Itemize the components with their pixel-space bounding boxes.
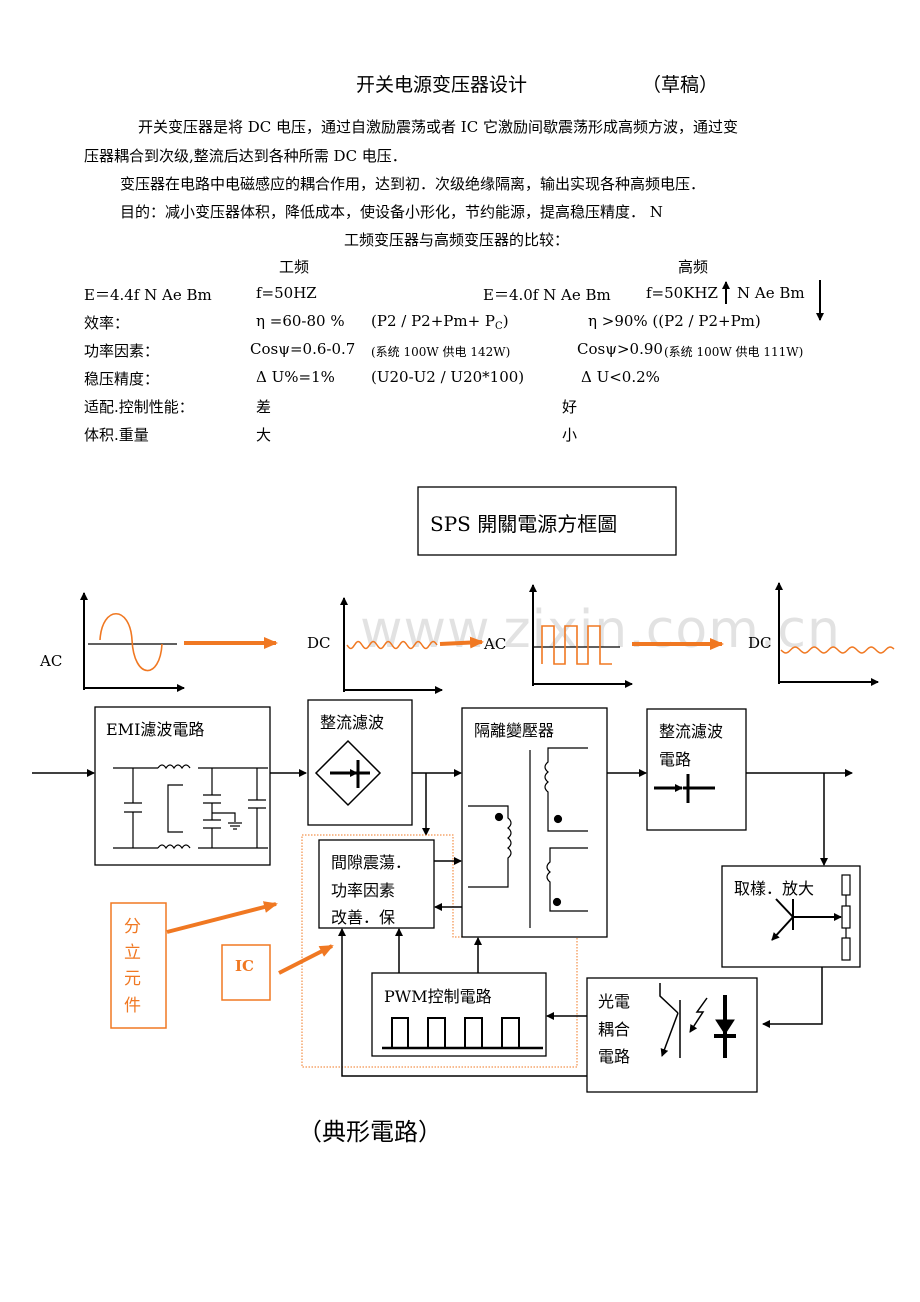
row-low-regulation: Δ U%=1% xyxy=(256,368,335,386)
transistor-resistor-icon xyxy=(771,874,851,961)
transformer-label: 隔離變壓器 xyxy=(474,721,555,740)
optocoupler-icon xyxy=(659,983,736,1058)
emi-filter-schematic xyxy=(113,764,268,850)
sampling-label: 取樣．放大 xyxy=(734,879,815,898)
row-label-efficiency: 效率： xyxy=(84,314,130,332)
paragraph-1: 开关变压器是将 DC 电压，通过自激励震荡或者 IC 它激励间歇震荡形成高频方波… xyxy=(138,118,738,136)
diagram-title-box xyxy=(417,486,677,556)
paragraph-3: 目的：减小变压器体积，降低成本，使设备小形化，节约能源，提高稳压精度． N xyxy=(120,203,663,221)
bridge-rectifier-icon xyxy=(314,739,382,807)
opto-label-line2: 耦合 xyxy=(598,1020,631,1039)
waveform-dc-ripple-1 xyxy=(340,597,443,694)
row-label-regulation: 稳压精度： xyxy=(84,370,160,388)
feedback-line xyxy=(338,928,587,1077)
row-low-size: 大 xyxy=(256,426,272,444)
sampling-amplifier-block xyxy=(721,865,861,968)
waveform-label-dc-2: DC xyxy=(748,634,772,652)
row-high-efficiency: η >90% ((P2 / P2+Pm) xyxy=(588,312,761,330)
isolation-transformer-block xyxy=(461,707,608,938)
rectifier-1-label: 整流濾波 xyxy=(320,713,385,732)
waveform-label-ac-2: AC xyxy=(484,635,507,653)
pwm-label: PWM控制電路 xyxy=(384,987,492,1006)
connector-sampling-opto xyxy=(762,967,823,1028)
rectifier-block-1 xyxy=(307,699,413,826)
opto-label-line3: 電路 xyxy=(598,1047,631,1066)
ic-box xyxy=(221,944,271,1001)
emi-filter-block xyxy=(94,706,271,866)
waveform-dc-ripple-2 xyxy=(775,582,895,686)
paragraph-1-cont: 压器耦合到次级,整流后达到各种所需 DC 电压． xyxy=(84,147,407,165)
oscillator-block xyxy=(318,839,435,929)
pwm-pulse-icon xyxy=(382,1017,543,1050)
oscillator-label-line3: 改善．保 xyxy=(331,908,396,927)
column-low-frequency: 工频 xyxy=(279,258,310,276)
annotation-arrow-ic xyxy=(278,944,334,975)
transformer-schematic xyxy=(468,747,588,928)
freq-low: f=50HZ xyxy=(256,284,317,302)
flow-arrow-2 xyxy=(439,636,484,649)
row-high-power-factor: Cosψ>0.90 xyxy=(577,340,663,358)
diode-icon xyxy=(654,774,715,803)
row-low-efficiency-note: (P2 / P2+Pm+ PC) xyxy=(371,312,509,332)
discrete-components-box xyxy=(110,902,167,1029)
waveform-ac-sine xyxy=(80,592,185,692)
row-label-power-factor: 功率因素： xyxy=(84,342,160,360)
rectifier-2-label-line1: 整流濾波 xyxy=(659,722,724,741)
rectifier-block-2 xyxy=(646,708,747,831)
formula-low: E＝4.4f N Ae Bm xyxy=(84,286,212,304)
document-title: 开关电源变压器设计 xyxy=(356,74,528,96)
row-low-power-factor: Cosψ=0.6-0.7 xyxy=(250,340,356,358)
waveform-label-dc-1: DC xyxy=(307,634,331,652)
diagram-title: SPS 開關電源方框圖 xyxy=(430,512,618,536)
oscillator-label-line2: 功率因素 xyxy=(331,881,396,900)
optocoupler-block xyxy=(586,977,758,1093)
row-low-control: 差 xyxy=(256,398,272,416)
discrete-label-2: 立 xyxy=(124,943,141,963)
oscillator-label-line1: 間隙震蕩． xyxy=(331,853,412,872)
document-title-note: （草稿） xyxy=(642,74,719,96)
row-high-control: 好 xyxy=(562,398,578,416)
note-end: ) xyxy=(502,312,509,330)
rectifier-2-label-line2: 電路 xyxy=(659,750,692,769)
emi-block-label: EMI濾波電路 xyxy=(106,720,205,739)
note-text: (P2 / P2+Pm+ P xyxy=(371,312,496,330)
waveform-ac-square xyxy=(529,584,633,688)
annotation-arrow-discrete xyxy=(166,901,278,934)
opto-label-line1: 光電 xyxy=(598,992,631,1011)
ic-label: IC xyxy=(235,957,254,975)
discrete-label-3: 元 xyxy=(124,969,141,989)
discrete-label-4: 件 xyxy=(124,996,141,1016)
discrete-label-1: 分 xyxy=(124,917,141,937)
row-high-regulation: Δ U<0.2% xyxy=(581,368,660,386)
row-low-efficiency: η =60-80 % xyxy=(256,312,345,330)
diagram-caption: （典形電路） xyxy=(298,1118,442,1146)
comparison-title: 工频变压器与高频变压器的比较： xyxy=(344,231,570,249)
freq-high: f=50KHZ xyxy=(646,284,718,302)
freq-high-note: N Ae Bm xyxy=(737,284,805,302)
control-region-outline xyxy=(301,834,578,1068)
row-label-control: 适配.控制性能： xyxy=(84,398,194,416)
row-low-regulation-note: (U20-U2 / U20*100) xyxy=(371,368,525,386)
note-subscript: C xyxy=(495,321,503,332)
waveform-label-ac-1: AC xyxy=(40,652,63,670)
row-high-power-factor-note: (系统 100W 供电 111W) xyxy=(664,345,804,359)
row-high-size: 小 xyxy=(562,426,578,444)
column-high-frequency: 高频 xyxy=(678,258,709,276)
paragraph-2: 变压器在电路中电磁感应的耦合作用，达到初．次级绝缘隔离，输出实现各种高频电压． xyxy=(120,175,706,193)
row-low-power-factor-note: (系统 100W 供电 142W) xyxy=(371,345,511,359)
row-label-size: 体积.重量 xyxy=(84,426,149,444)
formula-high: E＝4.0f N Ae Bm xyxy=(483,286,611,304)
